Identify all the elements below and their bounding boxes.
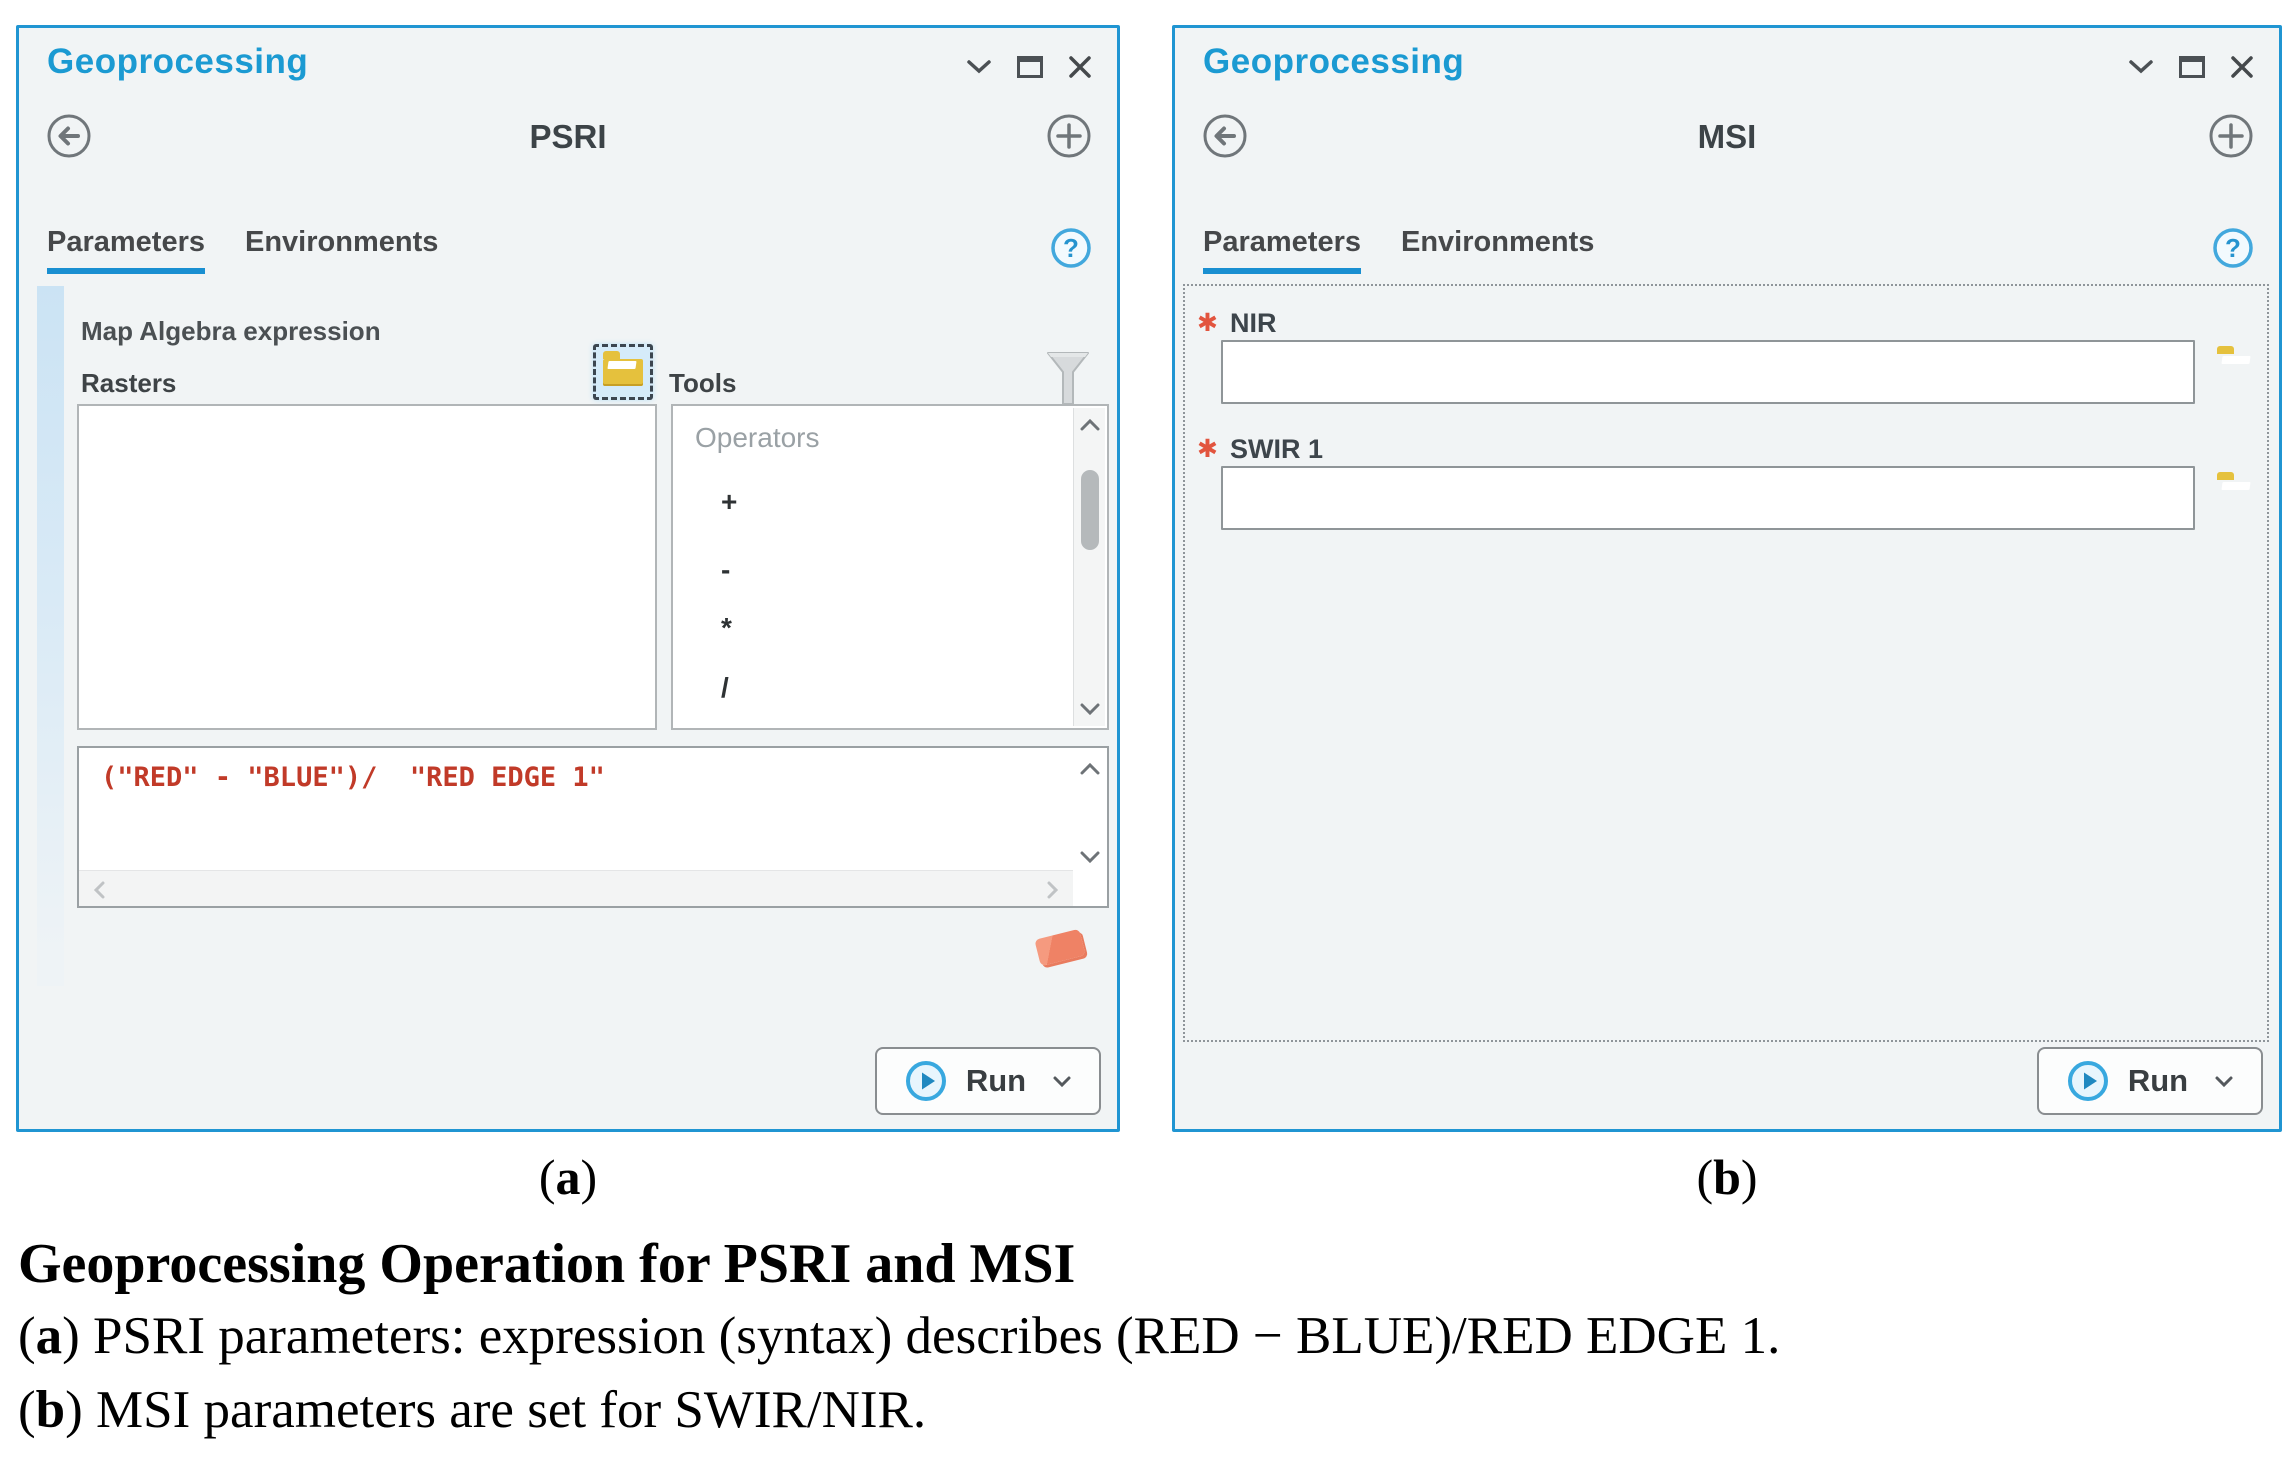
swir1-label-row: ✱ SWIR 1	[1197, 434, 1323, 465]
maximize-icon[interactable]	[2179, 56, 2205, 78]
scroll-down-icon[interactable]	[1080, 703, 1100, 716]
close-icon[interactable]	[2229, 54, 2255, 80]
operator-minus[interactable]: -	[721, 554, 731, 585]
help-icon[interactable]: ?	[2211, 226, 2255, 270]
scroll-down-icon[interactable]	[1080, 851, 1100, 864]
pane-title: Geoprocessing	[1203, 42, 1465, 81]
expression-editor[interactable]: ("RED" - "BLUE")/ "RED EDGE 1"	[77, 746, 1109, 908]
operator-multiply[interactable]: *	[721, 612, 732, 643]
tools-scrollbar[interactable]	[1073, 408, 1105, 726]
scroll-up-icon[interactable]	[1080, 762, 1100, 775]
back-icon[interactable]	[1201, 112, 1249, 160]
parameters-region	[1183, 284, 2269, 1042]
svg-text:?: ?	[2225, 233, 2241, 263]
tab-bar: Parameters Environments	[1203, 226, 1594, 274]
run-label: Run	[2127, 1063, 2189, 1098]
folder-icon	[603, 350, 643, 386]
figure-caption-line-a: (a) PSRI parameters: expression (syntax)…	[18, 1307, 1781, 1365]
operators-group-label: Operators	[695, 422, 820, 453]
tab-bar: Parameters Environments	[47, 226, 438, 274]
tools-label: Tools	[669, 368, 737, 398]
nir-label-row: ✱ NIR	[1197, 308, 1276, 339]
expression-horizontal-scrollbar[interactable]	[79, 870, 1073, 906]
run-label: Run	[965, 1063, 1027, 1098]
operator-divide[interactable]: /	[721, 672, 729, 703]
tool-name: PSRI	[529, 118, 607, 155]
back-icon[interactable]	[45, 112, 93, 160]
param-label: SWIR 1	[1229, 434, 1323, 464]
run-button[interactable]: Run	[2037, 1047, 2263, 1115]
figure-b-tag: (b)	[1696, 1149, 1758, 1205]
svg-text:?: ?	[1063, 233, 1079, 263]
window-controls	[965, 54, 1093, 80]
tab-environments[interactable]: Environments	[1401, 226, 1595, 258]
eraser-icon[interactable]	[1034, 928, 1086, 967]
required-asterisk: ✱	[1197, 309, 1218, 337]
expression-vertical-scrollbar[interactable]	[1073, 748, 1107, 870]
close-icon[interactable]	[1067, 54, 1093, 80]
tab-environments[interactable]: Environments	[245, 226, 439, 258]
tool-header: MSI	[1175, 112, 2279, 164]
parameter-scroll-strip[interactable]	[37, 286, 64, 986]
map-algebra-label: Map Algebra expression	[81, 316, 381, 346]
rasters-label: Rasters	[81, 368, 177, 398]
param-label: NIR	[1229, 308, 1277, 338]
expression-text[interactable]: ("RED" - "BLUE")/ "RED EDGE 1"	[101, 762, 605, 793]
run-options-chevron-icon[interactable]	[1052, 1075, 1072, 1088]
run-play-icon	[904, 1059, 948, 1103]
browse-raster-button[interactable]	[593, 344, 653, 400]
geoprocessing-pane-msi: Geoprocessing MSI Parameters Environment…	[1172, 25, 2282, 1132]
figure-caption-line-b: (b) MSI parameters are set for SWIR/NIR.	[18, 1381, 927, 1439]
figure-a-tag: (a)	[538, 1149, 598, 1205]
operator-plus[interactable]: +	[721, 486, 738, 517]
maximize-icon[interactable]	[1017, 56, 1043, 78]
add-icon[interactable]	[2207, 112, 2255, 160]
chevron-down-icon[interactable]	[965, 58, 993, 76]
scrollbar-thumb[interactable]	[1081, 470, 1099, 550]
tab-parameters[interactable]: Parameters	[47, 226, 205, 274]
run-button[interactable]: Run	[875, 1047, 1101, 1115]
run-options-chevron-icon[interactable]	[2214, 1075, 2234, 1088]
chevron-down-icon[interactable]	[2127, 58, 2155, 76]
run-play-icon	[2066, 1059, 2110, 1103]
scroll-left-icon[interactable]	[93, 881, 106, 899]
tool-header: PSRI	[19, 112, 1117, 164]
pane-title: Geoprocessing	[47, 42, 309, 81]
tool-name: MSI	[1697, 118, 1757, 155]
nir-input[interactable]	[1221, 340, 2195, 404]
geoprocessing-pane-psri: Geoprocessing PSRI Parameters Environmen…	[16, 25, 1120, 1132]
scroll-up-icon[interactable]	[1080, 418, 1100, 431]
add-icon[interactable]	[1045, 112, 1093, 160]
tools-listbox[interactable]: Operators + - * /	[671, 404, 1109, 730]
figure-caption-title: Geoprocessing Operation for PSRI and MSI	[18, 1233, 1076, 1295]
window-controls	[2127, 54, 2255, 80]
help-icon[interactable]: ?	[1049, 226, 1093, 270]
required-asterisk: ✱	[1197, 435, 1218, 463]
scroll-right-icon[interactable]	[1046, 881, 1059, 899]
tab-parameters[interactable]: Parameters	[1203, 226, 1361, 274]
rasters-listbox[interactable]	[77, 404, 657, 730]
filter-icon[interactable]	[1045, 350, 1091, 408]
swir1-input[interactable]	[1221, 466, 2195, 530]
